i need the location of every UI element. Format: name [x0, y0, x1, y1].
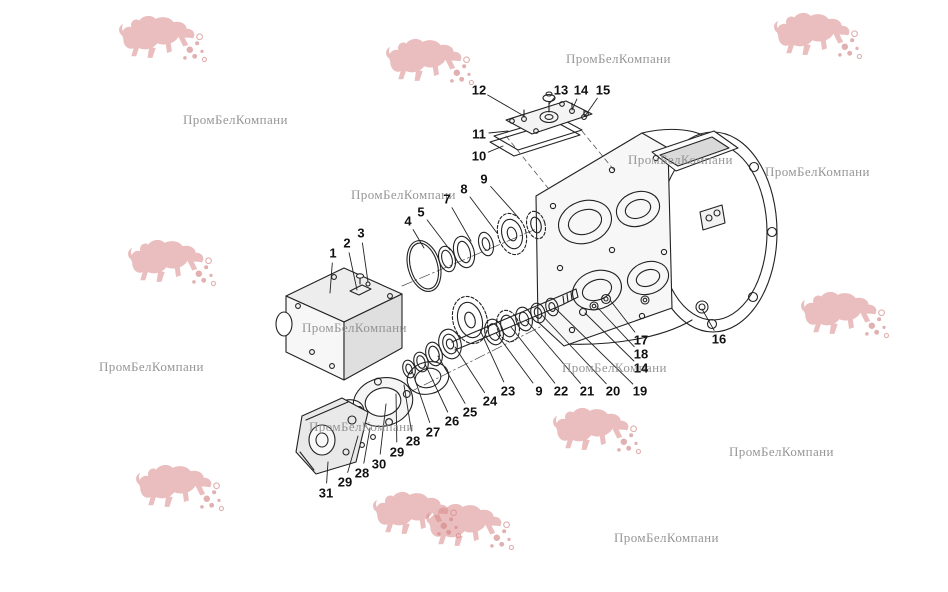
leader-line [487, 94, 525, 117]
leader-line [571, 98, 578, 111]
leader-line [412, 229, 425, 249]
leader-line [609, 299, 636, 333]
leader-line [701, 308, 715, 331]
leader-line [469, 196, 498, 234]
leader-line [451, 207, 472, 242]
leader-lines [326, 94, 715, 484]
leader-line [548, 97, 555, 105]
main-shaft-set [402, 288, 612, 379]
leader-line [454, 346, 486, 394]
leader-line [596, 306, 635, 348]
leader-line [426, 219, 451, 251]
leader-line [361, 242, 369, 283]
leader-line [495, 332, 534, 384]
leader-line [490, 186, 519, 218]
hydraulic-pump [295, 397, 369, 475]
leader-line [554, 307, 634, 385]
leader-line [395, 393, 398, 443]
leader-line [403, 384, 412, 432]
leader-line [363, 427, 371, 464]
leader-line [510, 326, 556, 384]
leader-line [540, 313, 607, 385]
leader-line [584, 97, 598, 117]
leader-line [329, 262, 333, 294]
leader-line [348, 252, 358, 291]
leader-line [479, 329, 505, 383]
left-housing-block [275, 267, 403, 381]
leader-line [584, 312, 635, 362]
leader-line [487, 145, 504, 153]
upper-gear-set [406, 210, 547, 292]
flange-stack [346, 361, 450, 448]
leader-line [347, 435, 359, 473]
leader-line [525, 319, 581, 384]
leader-line [424, 363, 449, 413]
leader-line [326, 461, 329, 484]
cover-plate-assembly [489, 91, 615, 189]
leader-line [411, 370, 431, 423]
gearbox-housing [535, 128, 778, 347]
leader-line [437, 355, 466, 404]
leader-line [488, 130, 509, 134]
leader-line [379, 403, 387, 455]
